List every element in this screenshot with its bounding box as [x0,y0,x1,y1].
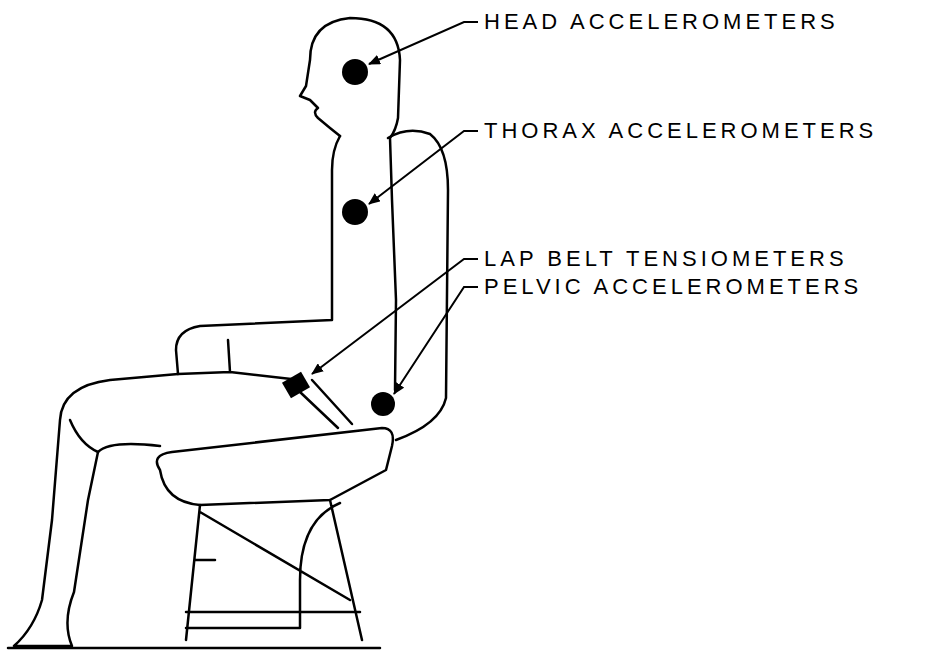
leader-line [312,259,478,374]
leader-line [369,22,478,64]
floor-line [8,647,380,650]
thorax-accelerometer [342,199,368,225]
dummy-outline [300,18,400,390]
dummy-leg-far [70,420,98,452]
callout-label: HEAD ACCELEROMETERS [484,10,839,34]
dummy-leg [14,374,178,646]
callout-label: PELVIC ACCELEROMETERS [484,275,862,299]
leader-line [394,287,478,394]
seat-back [388,131,448,440]
callout-label: THORAX ACCELEROMETERS [484,119,877,143]
lap-belt-tensiometer [282,372,310,399]
head-accelerometer [342,59,368,85]
dummy-front [176,136,340,374]
callout-label: LAP BELT TENSIOMETERS [484,247,848,271]
dummy-arm [178,340,300,380]
pelvic-accelerometer [371,392,395,416]
leader-line [369,131,478,204]
seat-cushion [157,428,393,505]
seat-frame [186,500,362,640]
